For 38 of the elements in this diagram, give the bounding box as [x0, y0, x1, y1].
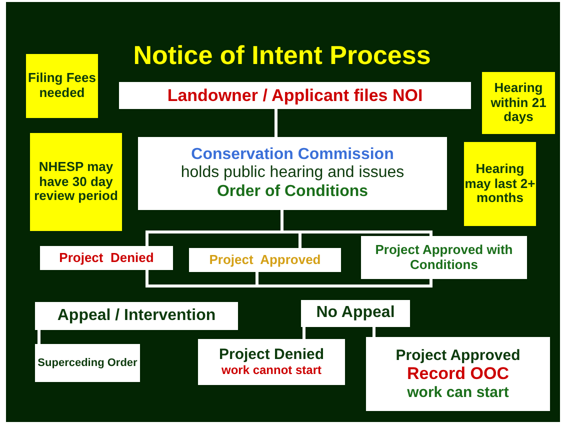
box-text: Superceding Order [38, 356, 138, 370]
box-text: Appeal / Intervention [57, 306, 216, 326]
outcome-box [40, 246, 173, 270]
connector-line [372, 327, 376, 337]
box-text: Project Approved [209, 252, 321, 268]
box-text: Hearing may last 2+ months [464, 162, 536, 206]
process-box [301, 300, 410, 327]
box-text: Conservation Commission [191, 146, 394, 164]
process-box [138, 137, 447, 210]
note-box [482, 72, 555, 134]
box-text: Record OOC [406, 364, 510, 384]
box-text: Project Approved [396, 346, 520, 364]
box-text: Project Approved with Conditions [374, 242, 514, 272]
box-text: work cannot start [221, 364, 322, 378]
title: Notice of Intent Process [132, 40, 432, 71]
box-text: Landowner / Applicant files NOI [167, 86, 423, 106]
connector-line [38, 330, 40, 344]
box-text: work can start [407, 384, 509, 402]
box-text: Order of Conditions [216, 182, 368, 202]
process-box [119, 82, 471, 109]
box-text: Hearing within 21 days [490, 80, 548, 126]
outcome-box [35, 344, 140, 382]
note-box [26, 54, 98, 118]
connector-line [274, 109, 278, 137]
outcome-box [198, 339, 345, 385]
box-text: Project Denied [59, 250, 154, 266]
box-text: No Appeal [316, 304, 395, 323]
box-text: NHESP may have 30 day review period [33, 160, 119, 204]
box-text: holds public hearing and issues [180, 164, 404, 183]
process-box [35, 302, 238, 330]
outcome-box [361, 236, 527, 279]
box-text: Project Denied [218, 346, 324, 364]
outcome-box [189, 248, 341, 272]
note-box [464, 142, 536, 226]
connector-line [302, 327, 306, 339]
outcome-box [366, 337, 550, 411]
note-box [30, 133, 122, 231]
box-text: Filing Fees needed [27, 71, 97, 101]
